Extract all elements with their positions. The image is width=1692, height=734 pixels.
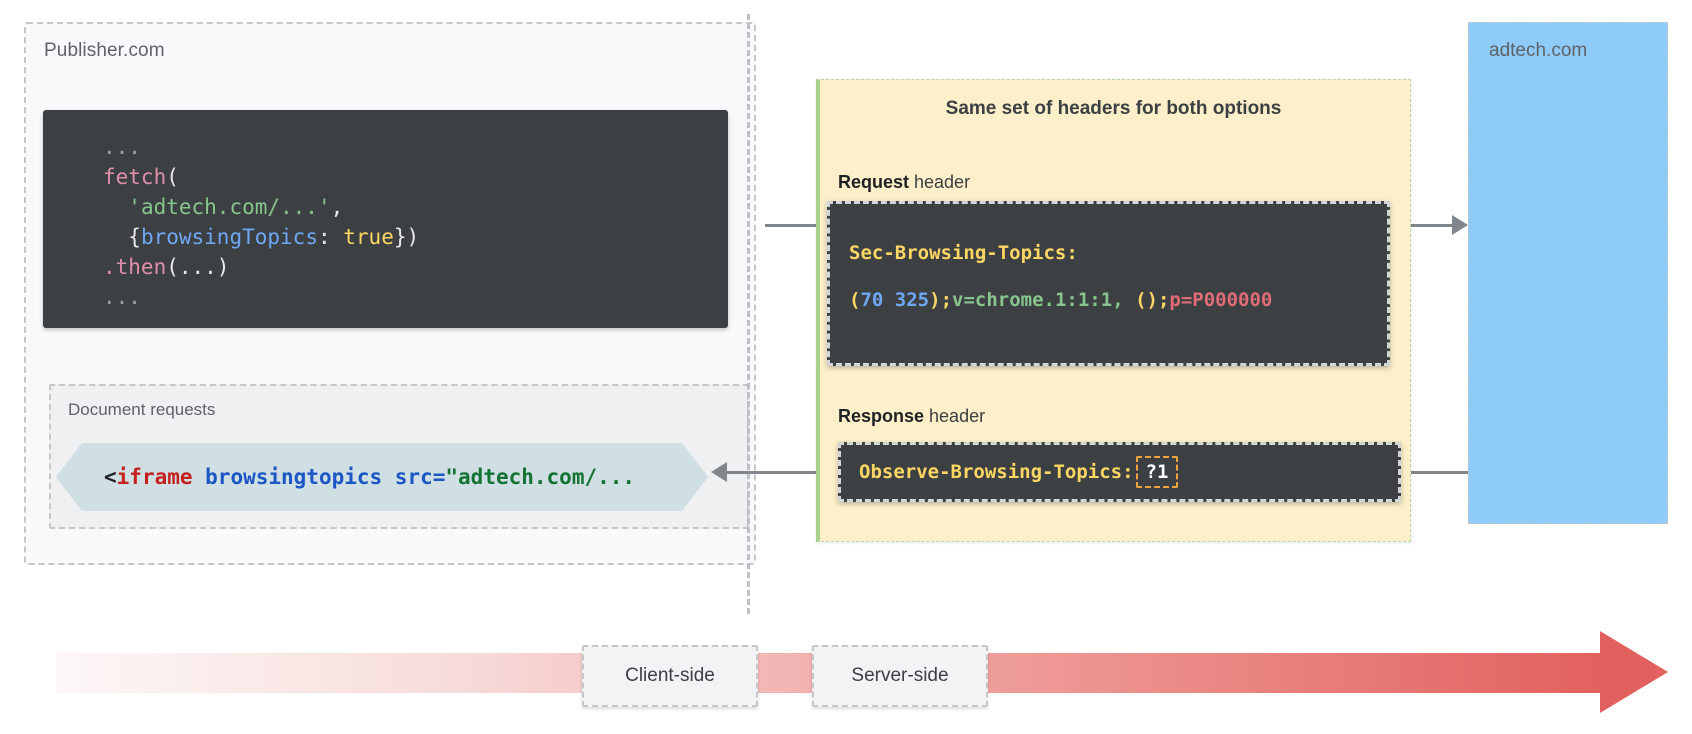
iframe-snippet-text: <iframe browsingtopics src="adtech.com/.… — [104, 443, 698, 511]
request-connector-line-right — [1390, 224, 1452, 227]
code-colon: : — [317, 225, 344, 249]
document-requests-label: Document requests — [68, 400, 216, 419]
value-topic-2: 325 — [894, 289, 930, 311]
headers-panel-title: Same set of headers for both options — [945, 98, 1282, 119]
value-semicolon-2: ; — [1157, 289, 1170, 311]
code-url-string: 'adtech.com/...' — [128, 195, 331, 219]
code-open-paren: ( — [166, 165, 179, 189]
response-arrow-head-left — [711, 462, 727, 482]
iframe-attributes: browsingtopics src= — [192, 465, 446, 489]
code-comma: , — [330, 195, 344, 219]
server-side-pill: Server-side — [812, 645, 988, 707]
value-space — [883, 289, 894, 311]
value-comma: , — [1112, 289, 1136, 311]
client-side-pill: Client-side — [582, 645, 758, 707]
response-connector-line-left — [727, 471, 837, 474]
request-connector-line-left — [765, 224, 827, 227]
request-header-key: Sec-Browsing-Topics: — [849, 242, 1078, 264]
response-header-key: Observe-Browsing-Topics: — [859, 461, 1134, 483]
request-header-label-bold: Request — [838, 172, 910, 192]
response-header-label-bold: Response — [838, 406, 925, 426]
iframe-snippet-banner: <iframe browsingtopics src="adtech.com/.… — [56, 443, 708, 511]
code-close-brace-paren: }) — [393, 225, 420, 249]
value-paren-open: ( — [849, 289, 861, 311]
iframe-src-value: "adtech.com/... — [445, 465, 636, 489]
code-browsingtopics-prop: browsingTopics — [140, 225, 318, 249]
iframe-lt: < — [104, 465, 117, 489]
response-header-label: Response header — [838, 406, 985, 427]
response-header-value-highlight: ?1 — [1135, 456, 1179, 488]
timeline-arrow-head — [1600, 631, 1668, 713]
adtech-panel-label: adtech.com — [1489, 40, 1588, 61]
client-server-divider — [747, 14, 750, 614]
value-topic-1: 70 — [860, 289, 884, 311]
response-header-code-box: Observe-Browsing-Topics: ?1 — [838, 442, 1401, 502]
iframe-banner-shape — [56, 443, 708, 511]
code-fetch-keyword: fetch — [103, 165, 167, 189]
publisher-panel-label: Publisher.com — [44, 40, 165, 61]
code-then-args: (...) — [166, 255, 230, 279]
request-header-label: Request header — [838, 172, 970, 193]
value-semicolon-1: ; — [940, 289, 953, 311]
code-true-literal: true — [343, 225, 394, 249]
response-connector-line-right — [1401, 471, 1501, 474]
request-header-value: (70 325);v=chrome.1:1:1, ();p=P000000 — [849, 289, 1272, 311]
request-arrow-head-right — [1452, 215, 1468, 235]
value-empty-parens: () — [1135, 289, 1158, 311]
response-header-label-rest: header — [924, 406, 986, 426]
code-ellipsis-bottom: ... — [103, 285, 141, 309]
code-then-method: .then — [103, 255, 167, 279]
value-paren-close: ) — [929, 289, 941, 311]
request-header-label-rest: header — [909, 172, 971, 192]
fetch-code-block: ... fetch( 'adtech.com/...', {browsingTo… — [43, 110, 728, 328]
code-brace-open: { — [128, 225, 141, 249]
code-ellipsis-top: ... — [103, 135, 141, 159]
value-version: v=chrome.1:1:1 — [952, 289, 1113, 311]
value-padding-token: p=P000000 — [1169, 289, 1273, 311]
adtech-panel — [1468, 22, 1668, 524]
request-header-code-box: Sec-Browsing-Topics: (70 325);v=chrome.1… — [827, 201, 1390, 366]
iframe-tag-name: iframe — [116, 465, 193, 489]
